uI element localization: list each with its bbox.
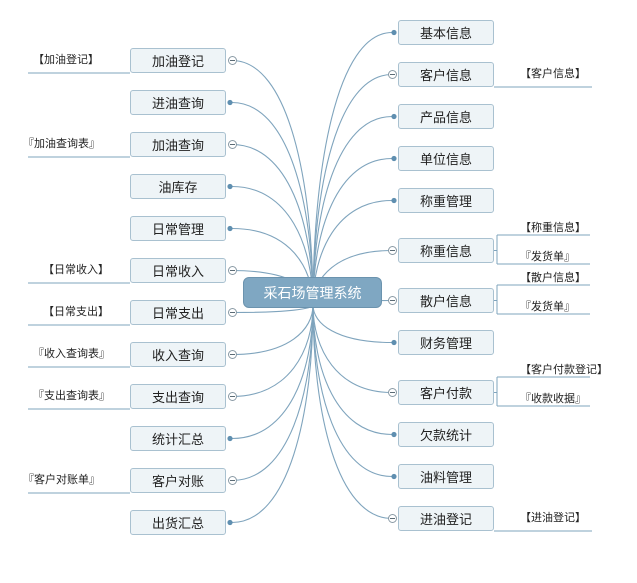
collapse-toggle-icon[interactable] bbox=[227, 266, 237, 275]
branch-link bbox=[312, 31, 393, 306]
branch-link bbox=[312, 304, 393, 344]
note-label: 【进油登记】 bbox=[520, 511, 586, 524]
root-node[interactable]: 采石场管理系统 bbox=[243, 277, 382, 308]
right-node-5[interactable]: 称重信息 bbox=[398, 238, 494, 263]
branch-link bbox=[231, 304, 314, 524]
left-node-2[interactable]: 加油查询 bbox=[130, 132, 226, 157]
connector-dot bbox=[391, 431, 397, 438]
connector-dot bbox=[391, 29, 397, 36]
collapse-toggle-icon[interactable] bbox=[227, 392, 237, 401]
connector-dot bbox=[227, 435, 233, 442]
note-label: 『加油查询表』 bbox=[23, 137, 100, 150]
collapse-toggle-icon[interactable] bbox=[227, 56, 237, 65]
note-label: 『发货单』 bbox=[520, 300, 575, 313]
note-label: 【日常支出】 bbox=[43, 305, 109, 318]
connector-dot bbox=[227, 519, 233, 526]
right-node-7[interactable]: 财务管理 bbox=[398, 330, 494, 355]
branch-link bbox=[231, 304, 314, 356]
note-label: 『收款收据』 bbox=[520, 392, 586, 405]
branch-link bbox=[312, 304, 393, 394]
collapse-toggle-icon[interactable] bbox=[387, 296, 397, 305]
note-label: 『支出查询表』 bbox=[33, 389, 110, 402]
branch-link bbox=[312, 115, 393, 306]
branch-link bbox=[231, 101, 314, 306]
connector-dot bbox=[391, 339, 397, 346]
left-node-9[interactable]: 统计汇总 bbox=[130, 426, 226, 451]
branch-link bbox=[312, 73, 393, 306]
note-label: 『客户对账单』 bbox=[23, 473, 100, 486]
left-node-6[interactable]: 日常支出 bbox=[130, 300, 226, 325]
collapse-toggle-icon[interactable] bbox=[387, 70, 397, 79]
note-label: 『收入查询表』 bbox=[33, 347, 110, 360]
collapse-toggle-icon[interactable] bbox=[227, 350, 237, 359]
connector-dot bbox=[391, 155, 397, 162]
branch-link bbox=[312, 304, 393, 520]
connector-dot bbox=[391, 473, 397, 480]
left-node-7[interactable]: 收入查询 bbox=[130, 342, 226, 367]
left-node-1[interactable]: 进油查询 bbox=[130, 90, 226, 115]
branch-link bbox=[231, 59, 314, 306]
branch-link bbox=[231, 304, 314, 482]
connector-dot bbox=[227, 99, 233, 106]
left-node-4[interactable]: 日常管理 bbox=[130, 216, 226, 241]
connector-dot bbox=[227, 225, 233, 232]
right-node-6[interactable]: 散户信息 bbox=[398, 288, 494, 313]
right-node-9[interactable]: 欠款统计 bbox=[398, 422, 494, 447]
right-node-8[interactable]: 客户付款 bbox=[398, 380, 494, 405]
connector-dot bbox=[227, 183, 233, 190]
note-label: 【散户信息】 bbox=[520, 271, 586, 284]
collapse-toggle-icon[interactable] bbox=[227, 140, 237, 149]
right-node-4[interactable]: 称重管理 bbox=[398, 188, 494, 213]
left-node-10[interactable]: 客户对账 bbox=[130, 468, 226, 493]
right-node-0[interactable]: 基本信息 bbox=[398, 20, 494, 45]
connector-dot bbox=[391, 113, 397, 120]
branch-link bbox=[312, 304, 393, 478]
right-node-2[interactable]: 产品信息 bbox=[398, 104, 494, 129]
right-node-10[interactable]: 油料管理 bbox=[398, 464, 494, 489]
right-node-3[interactable]: 单位信息 bbox=[398, 146, 494, 171]
right-node-11[interactable]: 进油登记 bbox=[398, 506, 494, 531]
left-node-11[interactable]: 出货汇总 bbox=[130, 510, 226, 535]
note-label: 『发货单』 bbox=[520, 250, 575, 263]
collapse-toggle-icon[interactable] bbox=[387, 246, 397, 255]
collapse-toggle-icon[interactable] bbox=[227, 476, 237, 485]
collapse-toggle-icon[interactable] bbox=[227, 308, 237, 317]
collapse-toggle-icon[interactable] bbox=[387, 514, 397, 523]
note-label: 【称重信息】 bbox=[520, 221, 586, 234]
branch-link bbox=[231, 304, 314, 440]
note-label: 【日常收入】 bbox=[43, 263, 109, 276]
left-node-3[interactable]: 油库存 bbox=[130, 174, 226, 199]
branch-link bbox=[231, 143, 314, 306]
left-node-5[interactable]: 日常收入 bbox=[130, 258, 226, 283]
connector-dot bbox=[391, 197, 397, 204]
collapse-toggle-icon[interactable] bbox=[387, 388, 397, 397]
right-node-1[interactable]: 客户信息 bbox=[398, 62, 494, 87]
note-label: 【加油登记】 bbox=[33, 53, 99, 66]
branch-link bbox=[231, 304, 314, 398]
note-label: 【客户付款登记】 bbox=[520, 363, 608, 376]
left-node-8[interactable]: 支出查询 bbox=[130, 384, 226, 409]
branch-link bbox=[312, 304, 393, 436]
left-node-0[interactable]: 加油登记 bbox=[130, 48, 226, 73]
note-label: 【客户信息】 bbox=[520, 67, 586, 80]
